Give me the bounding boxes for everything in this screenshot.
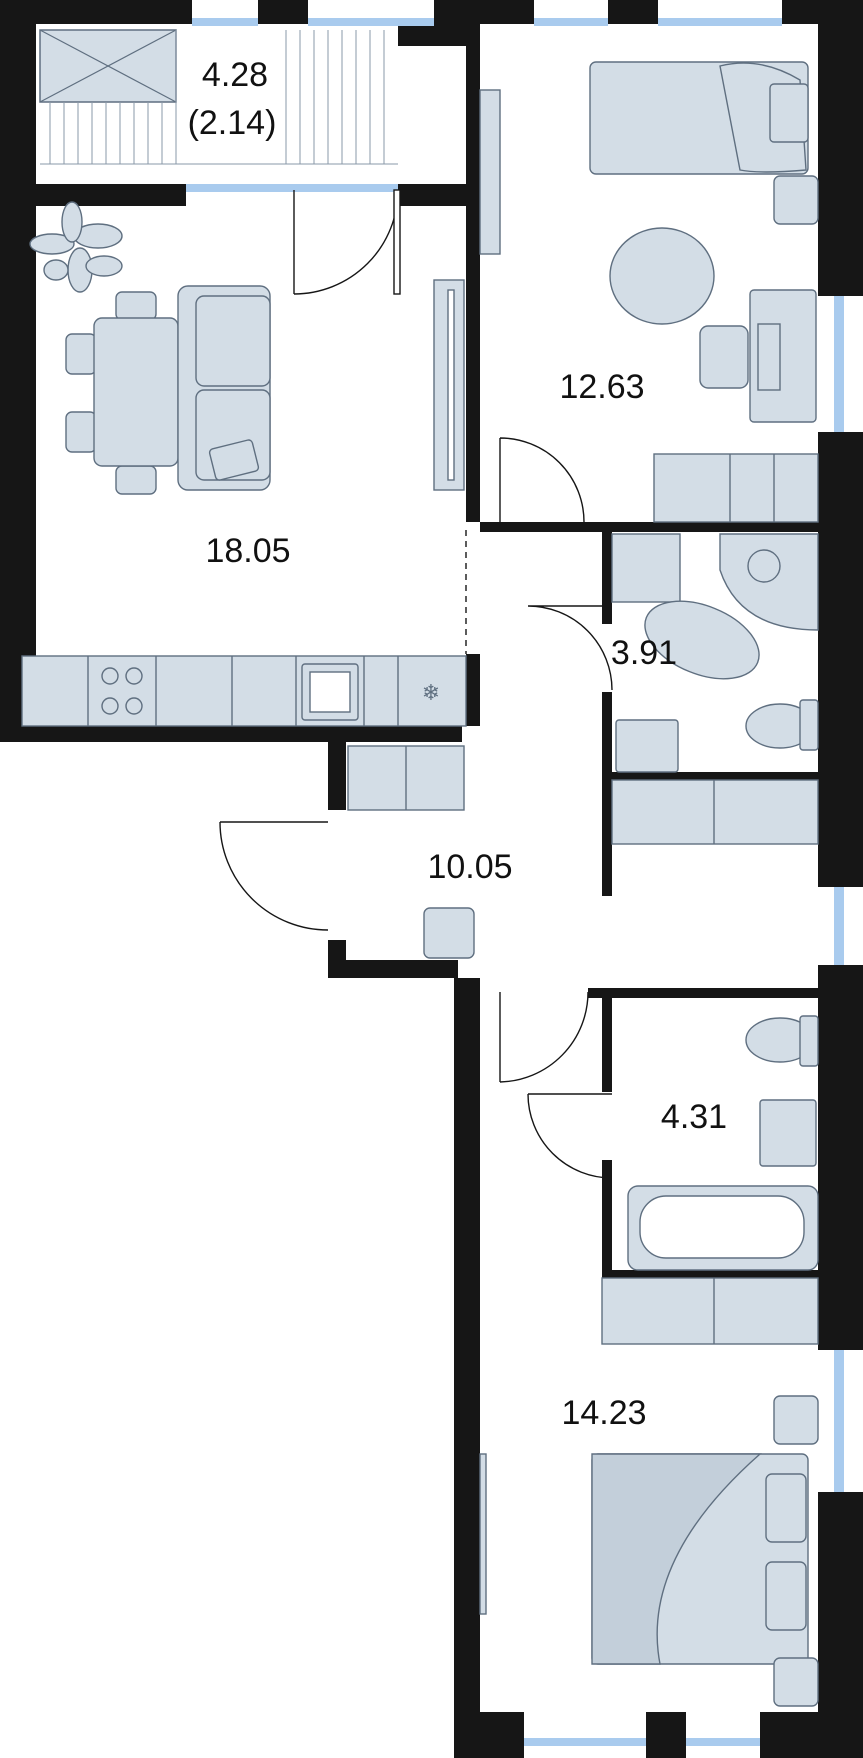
wardrobe [479, 89, 501, 255]
stove-icon [101, 667, 143, 715]
balcony-area: 4.28 [202, 56, 268, 94]
balcony [39, 29, 398, 165]
balcony-area-reduced: (2.14) [188, 104, 277, 142]
kitchen-counter [21, 655, 467, 727]
shower [719, 533, 819, 631]
wardrobe-top [653, 453, 819, 523]
dining-table [93, 317, 179, 467]
wardrobe-hall [611, 779, 819, 845]
living-kitchen-area: 18.05 [205, 532, 290, 570]
ottoman [423, 907, 475, 959]
bathroom-bottom-area: 4.31 [661, 1098, 727, 1136]
windows [186, 18, 844, 1746]
bath-mat [644, 600, 760, 680]
bedroom-top-area: 12.63 [559, 368, 644, 406]
bathroom-top-area: 3.91 [611, 634, 677, 672]
hallway-furniture [347, 745, 475, 959]
bean-bag [609, 227, 715, 325]
bathroom-top-fixtures [611, 533, 819, 845]
plant-icon [29, 201, 123, 293]
bathroom-bottom-fixtures [601, 1015, 819, 1345]
bedroom-top-furniture [479, 61, 819, 523]
washing-machine [611, 533, 681, 603]
snowflake-icon: ❄ [422, 681, 440, 706]
desk-chair [699, 325, 749, 389]
doors [219, 189, 613, 1179]
bedroom-bottom-furniture [479, 1395, 819, 1707]
washbasin-bottom [759, 1099, 817, 1167]
living-room-furniture: ❄ [21, 201, 467, 727]
wardrobe-bottom [601, 1277, 819, 1345]
washbasin [615, 719, 679, 773]
hallway-area: 10.05 [427, 848, 512, 886]
area-labels: 4.28 (2.14) 18.05 12.63 3.91 10.05 4.31 … [188, 56, 728, 1432]
bedroom-bottom-area: 14.23 [561, 1394, 646, 1432]
